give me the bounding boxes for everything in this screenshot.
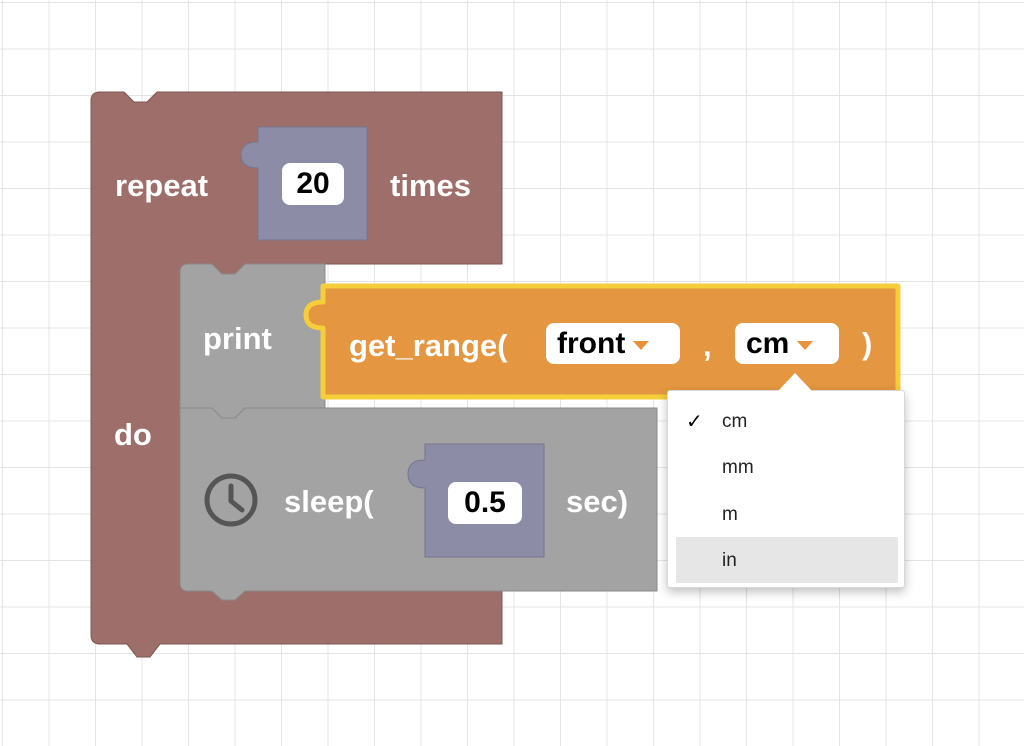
comma-separator: , bbox=[703, 328, 712, 363]
chevron-down-icon bbox=[633, 340, 650, 350]
chevron-down-icon bbox=[797, 340, 814, 350]
print-block[interactable] bbox=[179, 263, 326, 419]
close-paren-label: ) bbox=[862, 326, 873, 361]
menu-item-mm[interactable]: mm bbox=[676, 444, 898, 490]
print-label: print bbox=[203, 321, 272, 356]
sleep-label: sleep( bbox=[284, 484, 374, 519]
unit-value: cm bbox=[746, 326, 790, 360]
sec-label: sec) bbox=[566, 484, 629, 519]
do-label: do bbox=[114, 417, 152, 452]
menu-item-cm[interactable]: ✓ cm bbox=[676, 398, 898, 444]
repeat-label: repeat bbox=[115, 168, 209, 203]
sleep-value-field[interactable]: 0.5 bbox=[448, 482, 522, 524]
direction-dropdown[interactable]: front bbox=[546, 323, 680, 364]
menu-item-label: m bbox=[722, 504, 738, 525]
menu-item-in[interactable]: in bbox=[676, 537, 898, 583]
repeat-count-field[interactable]: 20 bbox=[282, 163, 344, 205]
clock-icon bbox=[204, 473, 258, 527]
checkmark-icon: ✓ bbox=[686, 411, 703, 433]
dropdown-pointer-arrow bbox=[778, 373, 812, 391]
menu-item-label: in bbox=[722, 550, 737, 571]
menu-item-label: mm bbox=[722, 457, 754, 478]
times-label: times bbox=[390, 168, 471, 203]
get-range-label: get_range( bbox=[349, 328, 508, 363]
unit-dropdown[interactable]: cm bbox=[735, 323, 839, 364]
direction-value: front bbox=[557, 326, 626, 360]
menu-item-m[interactable]: m bbox=[676, 491, 898, 537]
menu-item-label: cm bbox=[722, 411, 748, 432]
unit-dropdown-menu: ✓ cm mm m in bbox=[667, 390, 905, 588]
